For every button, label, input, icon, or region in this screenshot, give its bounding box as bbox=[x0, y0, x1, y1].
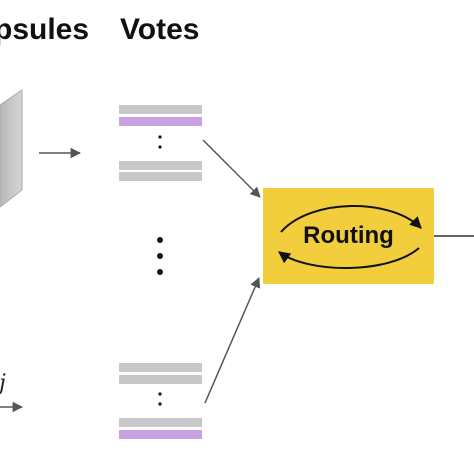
vote-group-bottom bbox=[119, 363, 202, 439]
votes-bottom-to-routing-arrow bbox=[204, 277, 261, 404]
vote-bar bbox=[119, 375, 202, 384]
vote-bar bbox=[119, 161, 202, 170]
routing-box: Routing bbox=[263, 188, 434, 284]
ellipsis-dot bbox=[157, 237, 163, 243]
ellipsis-dot bbox=[157, 269, 163, 275]
vote-bar bbox=[119, 363, 202, 372]
capsule-block bbox=[0, 89, 23, 208]
votes-heading: Votes bbox=[120, 13, 200, 46]
ellipsis-dot bbox=[158, 135, 162, 139]
capsules-heading: psules bbox=[0, 13, 90, 46]
routing-arrow-backward bbox=[278, 247, 420, 270]
vote-bar bbox=[119, 172, 202, 181]
ellipsis-dot bbox=[158, 145, 162, 149]
uij-label: ij bbox=[0, 372, 6, 396]
vote-bar-highlighted bbox=[119, 117, 202, 126]
vote-bar bbox=[119, 105, 202, 114]
vote-bar-highlighted bbox=[119, 430, 202, 439]
routing-arrow-forward bbox=[280, 205, 422, 233]
vote-group-top bbox=[119, 105, 202, 181]
vote-bar bbox=[119, 418, 202, 427]
ellipsis-dot bbox=[158, 402, 162, 406]
routing-label: Routing bbox=[303, 222, 394, 249]
routing-cycle-arrows bbox=[278, 205, 422, 270]
group-ellipsis bbox=[157, 237, 163, 275]
votes-top-to-routing-arrow bbox=[202, 139, 261, 198]
ellipsis-dot bbox=[158, 392, 162, 396]
ellipsis-dot bbox=[157, 253, 163, 259]
